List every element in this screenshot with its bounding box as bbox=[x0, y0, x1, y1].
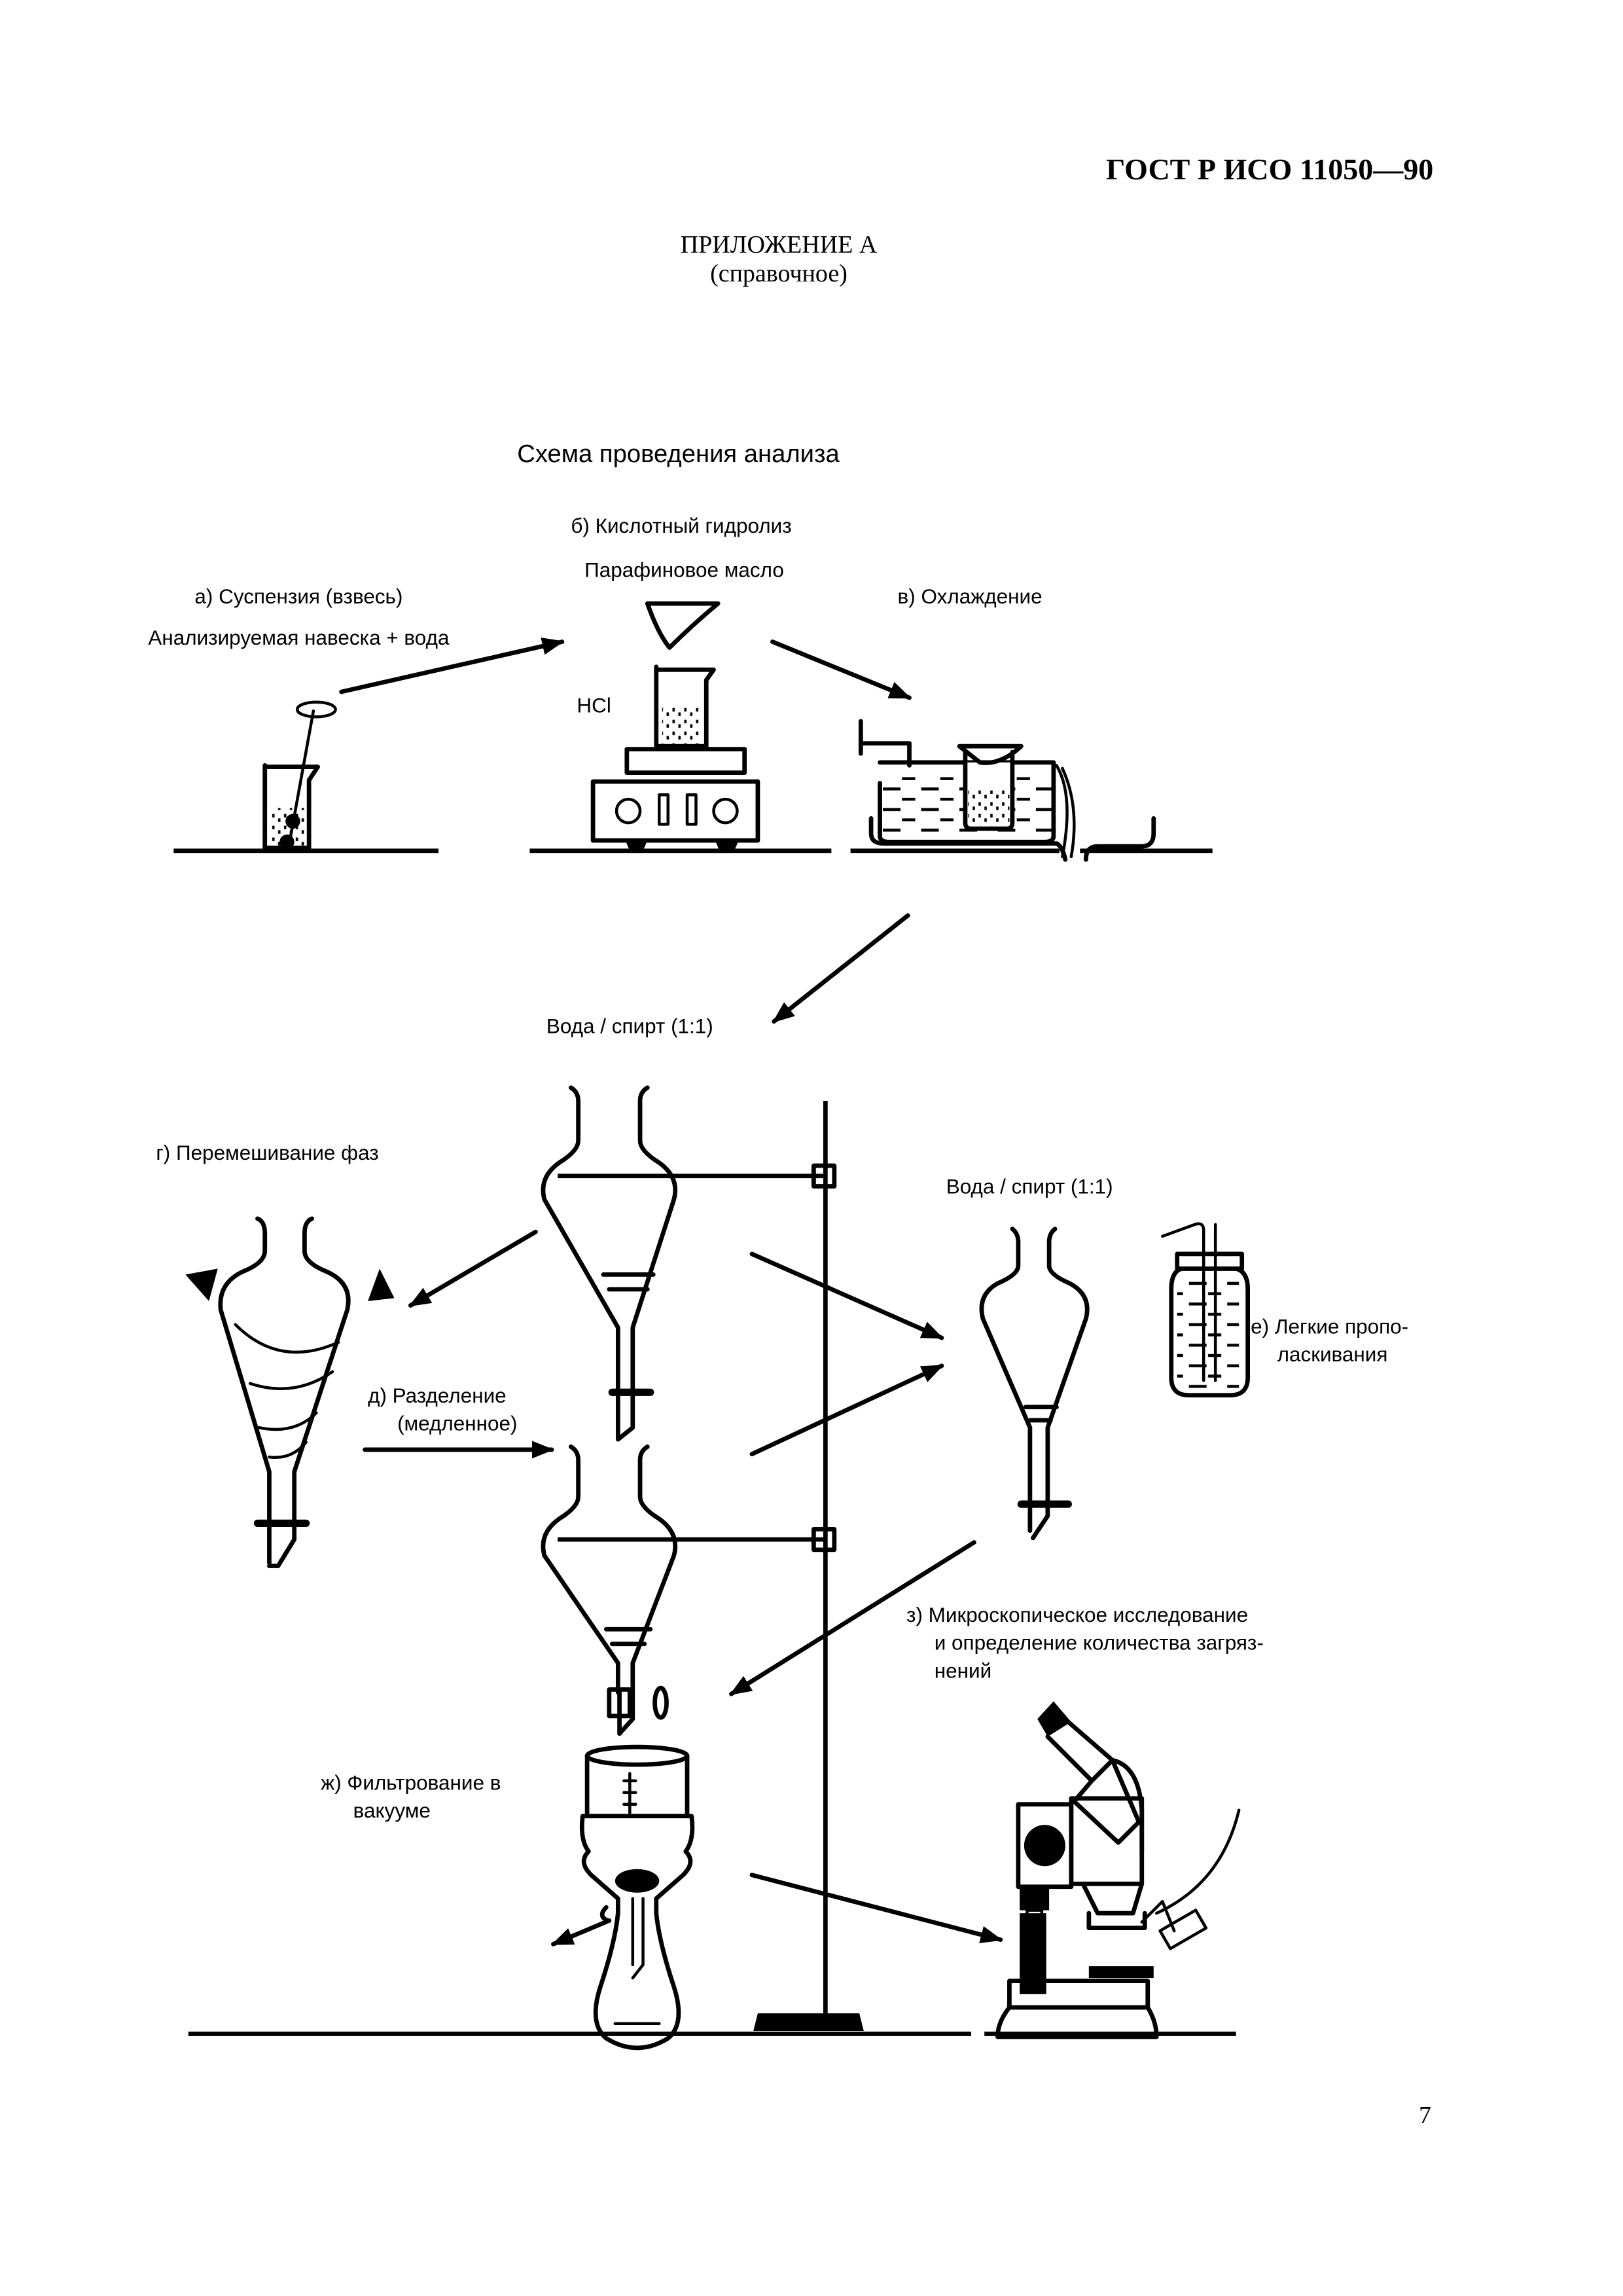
step-d-subtitle: (медленное) bbox=[397, 1412, 517, 1435]
step-b-subtitle: Парафиновое масло bbox=[584, 559, 784, 582]
step-e-subtitle: ласкивания bbox=[1277, 1343, 1388, 1366]
arrow-v-to-separation bbox=[772, 913, 910, 1024]
separatory-funnel-bottom-icon bbox=[541, 1444, 678, 1736]
microscope-icon bbox=[995, 1701, 1241, 2039]
step-a-subtitle: Анализируемая навеска + вода bbox=[148, 626, 450, 649]
cooling-bath-icon bbox=[858, 719, 1156, 862]
ring-stand-icon bbox=[558, 1101, 864, 2032]
step-zh-title: ж) Фильтрование в bbox=[321, 1771, 501, 1794]
mixing-funnel-icon bbox=[218, 1216, 351, 1568]
wash-bottle-icon bbox=[1160, 1222, 1251, 1398]
step-zh-subtitle: вакууме bbox=[353, 1799, 431, 1822]
solvent-label-1: Вода / спирт (1:1) bbox=[546, 1015, 713, 1038]
document-code: ГОСТ Р ИСО 11050—90 bbox=[1106, 152, 1434, 186]
beaker-with-stirrer-icon bbox=[262, 700, 337, 850]
flow-arrows bbox=[339, 637, 1003, 1946]
step-g-title: г) Перемешивание фаз bbox=[156, 1141, 378, 1164]
page-number: 7 bbox=[1419, 2102, 1431, 2129]
rotation-arrows-icon bbox=[185, 1268, 395, 1301]
arrow-b-to-v bbox=[770, 639, 912, 700]
arrow-to-microscope bbox=[749, 1873, 1003, 1944]
appendix-type: (справочное) bbox=[710, 260, 847, 287]
step-z-title-2: и определение количества загряз- bbox=[935, 1632, 1264, 1655]
step-b-title: б) Кислотный гидролиз bbox=[571, 514, 791, 537]
solvent-label-2: Вода / спирт (1:1) bbox=[946, 1175, 1113, 1198]
step-v-title: в) Охлаждение bbox=[898, 585, 1043, 608]
step-e-title: е) Легкие пропо- bbox=[1251, 1315, 1408, 1338]
vacuum-outlet-arrow bbox=[551, 1918, 612, 1946]
reagent-hcl: HCl bbox=[577, 694, 611, 717]
appendix-heading: ПРИЛОЖЕНИЕ А (справочное) bbox=[0, 230, 1558, 288]
step-d-title: д) Разделение bbox=[368, 1384, 507, 1407]
separatory-funnel-top-icon bbox=[541, 1085, 678, 1442]
step-z-title-3: нений bbox=[935, 1659, 991, 1682]
arrow-to-funnel-right-2 bbox=[749, 1363, 944, 1457]
step-z-title-1: з) Микроскопическое исследование bbox=[906, 1604, 1248, 1626]
arrow-to-funnel-right-1 bbox=[749, 1251, 944, 1340]
scheme-title: Схема проведения анализа bbox=[517, 440, 840, 468]
filter-stopper bbox=[615, 1869, 660, 1893]
vacuum-filtration-flask-icon bbox=[579, 1744, 695, 2051]
hot-plate-with-beaker-icon bbox=[590, 601, 760, 851]
arrow-a-to-b bbox=[339, 637, 565, 694]
arrow-to-filtration bbox=[729, 1540, 976, 1696]
separatory-funnel-right-icon bbox=[979, 1227, 1090, 1541]
appendix-title: ПРИЛОЖЕНИЕ А bbox=[680, 231, 878, 259]
step-a-title: а) Суспензия (взвесь) bbox=[194, 585, 402, 608]
arrow-to-mixing bbox=[408, 1229, 538, 1308]
